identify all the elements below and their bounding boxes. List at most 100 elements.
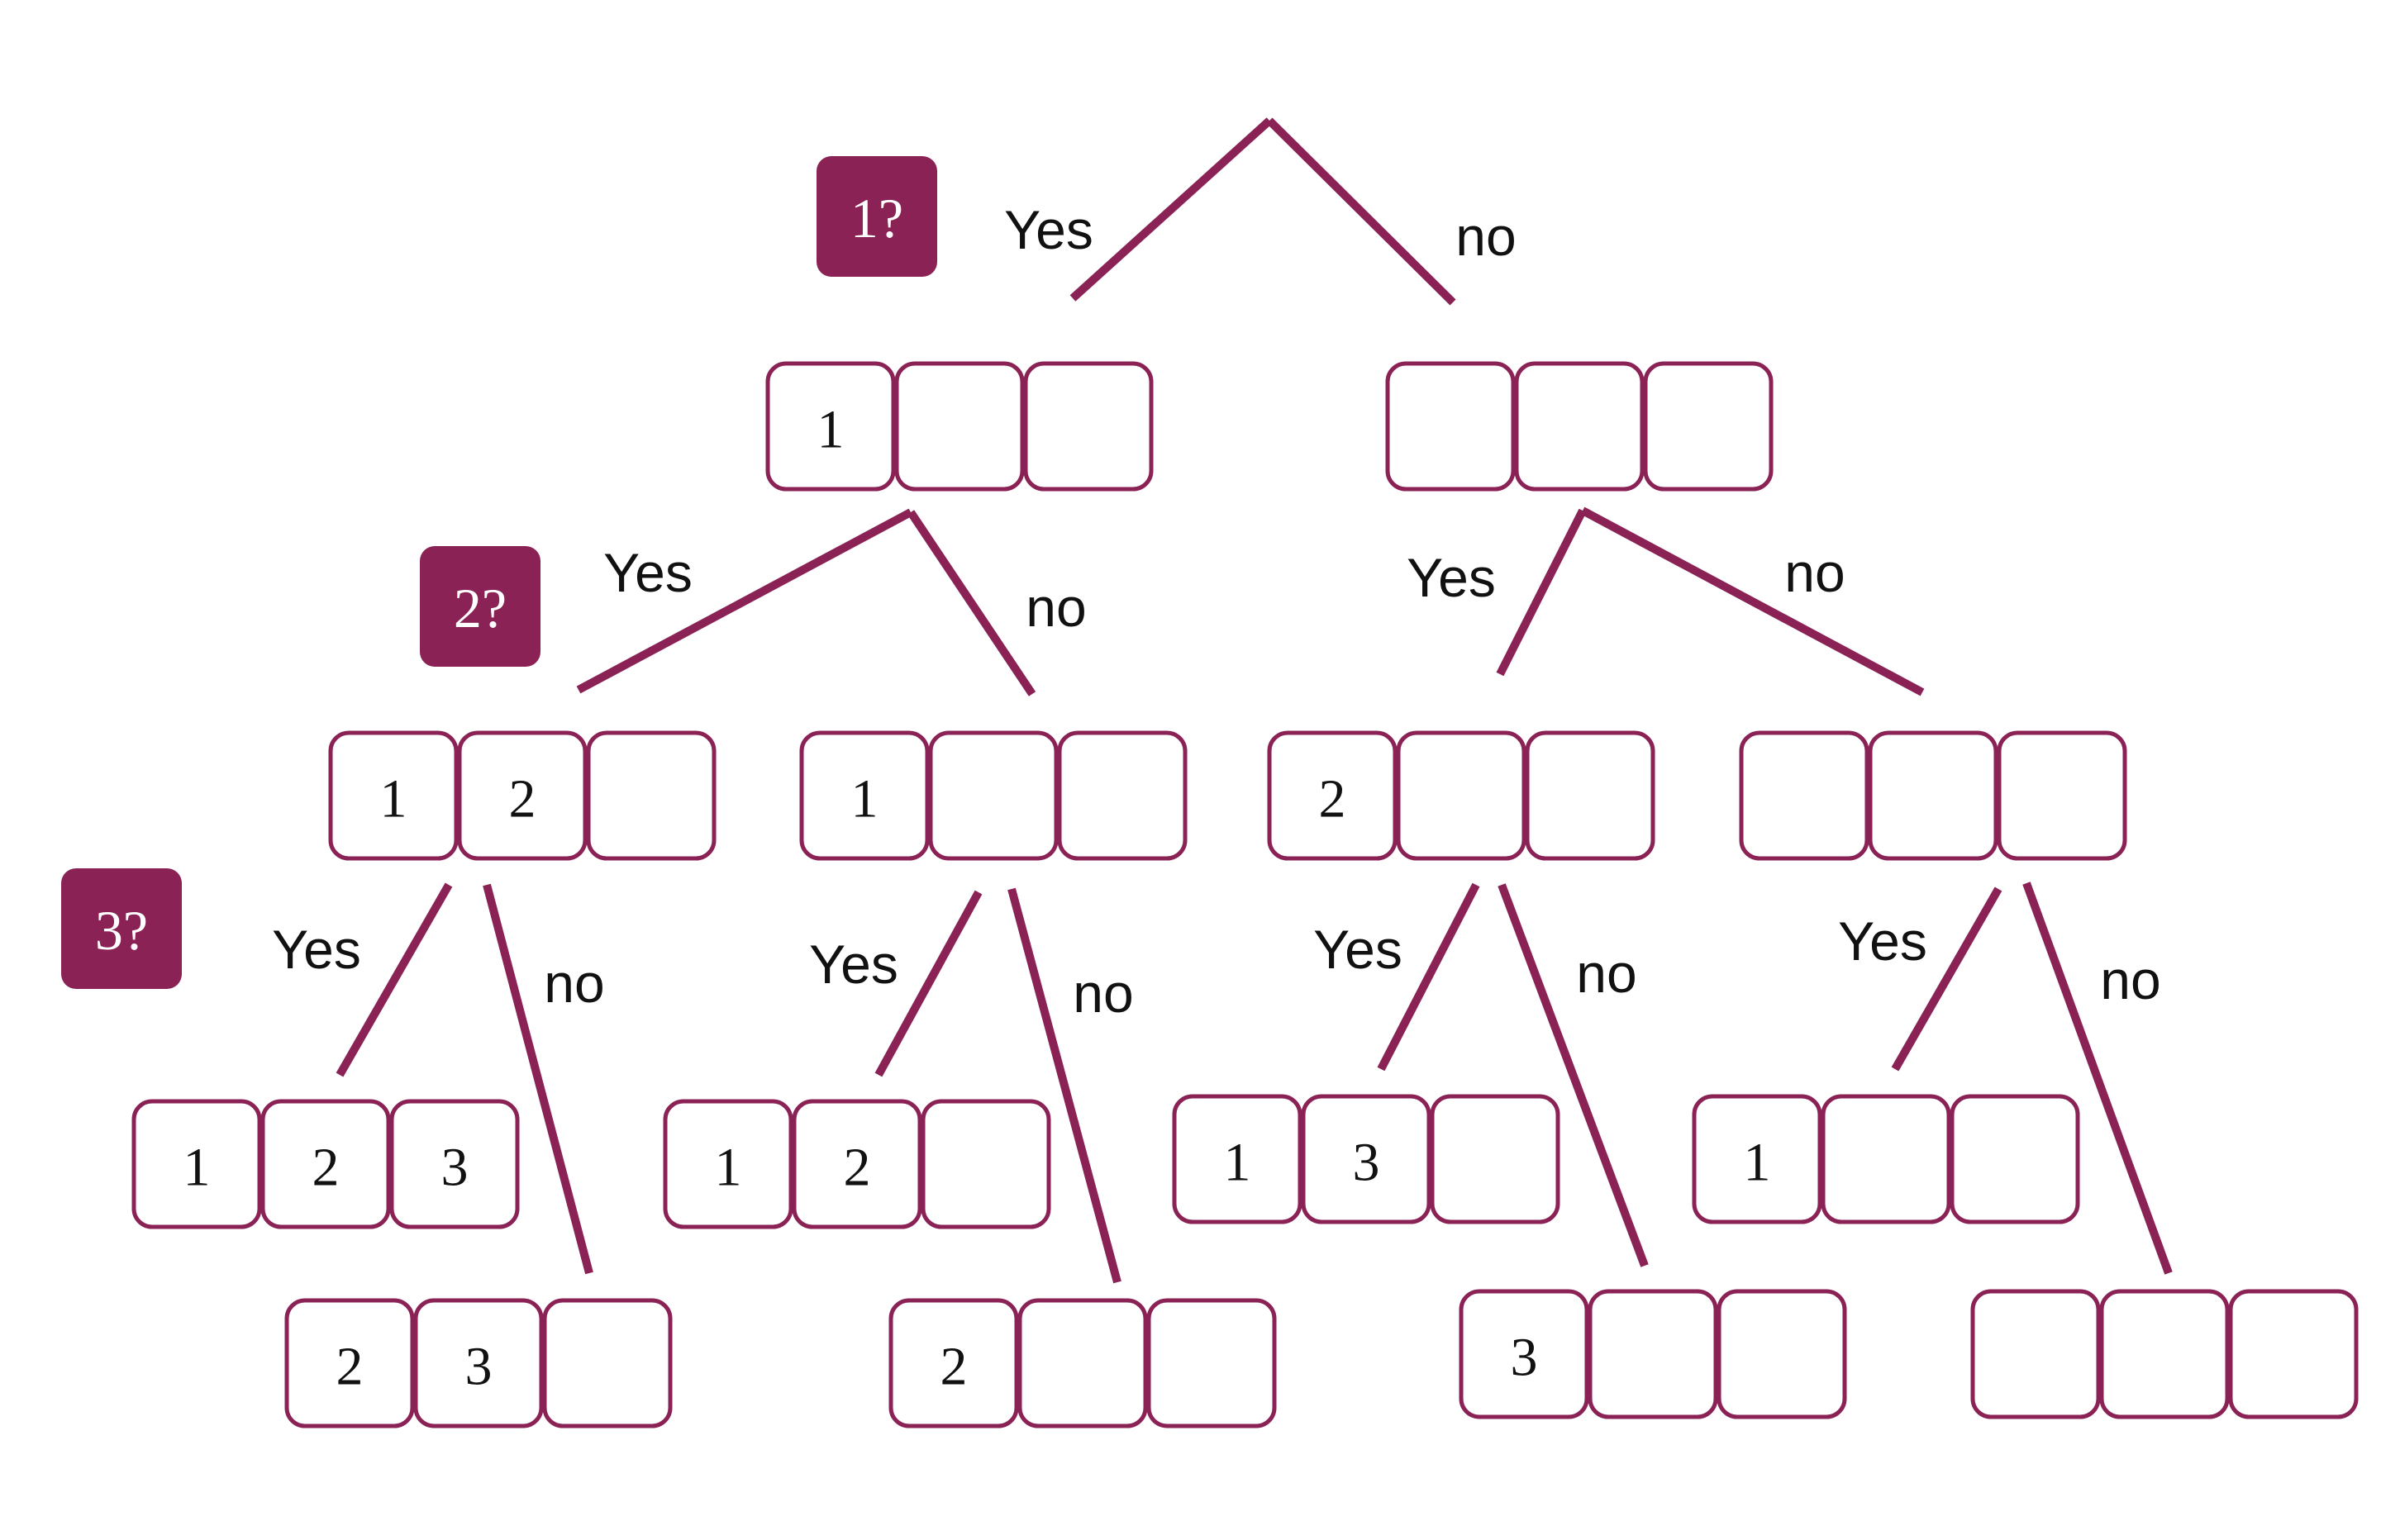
branch-label-no: no: [1073, 962, 1133, 1024]
node-cell-value: 1: [817, 400, 845, 460]
question-badges: 1? 2? 3?: [61, 156, 937, 989]
node-cell: [1385, 361, 1516, 492]
node-cell: [1717, 1289, 1847, 1419]
node-cell: [1950, 1094, 2080, 1224]
node-cell-value: 3: [441, 1138, 469, 1198]
tree-edges: [336, 117, 2173, 1284]
node-cell-value: 3: [1353, 1133, 1380, 1193]
question-badge: 2?: [420, 546, 540, 667]
node-cell: [2099, 1289, 2230, 1419]
tree-edge: [336, 882, 453, 1077]
node-cell-value: 2: [509, 769, 536, 829]
branch-label-no: no: [1026, 577, 1086, 638]
tree-edge: [1069, 117, 1273, 302]
node-cell: [389, 1099, 520, 1229]
tree-edge: [1377, 882, 1480, 1072]
branch-label-no: no: [1576, 943, 1636, 1004]
node-cell: [894, 361, 1025, 492]
tree-node-level3-nn-yes: 3: [1459, 1289, 1847, 1419]
node-cell-value: 1: [715, 1138, 742, 1198]
node-cell: [260, 1099, 391, 1229]
node-cell: [1301, 1094, 1431, 1224]
node-cell: [1017, 1298, 1148, 1428]
node-cell: [1868, 730, 1998, 861]
node-cell: [542, 1298, 673, 1428]
node-cell: [586, 730, 717, 861]
node-cell: [1643, 361, 1774, 492]
node-cell-value: 2: [312, 1138, 340, 1198]
tree-node-level2-no-yes: 2: [1267, 730, 1655, 861]
node-cell-value: 1: [851, 769, 879, 829]
tree-edge: [1266, 117, 1456, 306]
question-badge-label: 3?: [95, 899, 148, 962]
branch-label-yes: Yes: [1004, 199, 1093, 260]
tree-node-level1-no: [1385, 361, 1774, 492]
node-cell-value: 2: [940, 1337, 968, 1397]
node-cell: [328, 730, 459, 861]
branch-label-no: no: [1455, 206, 1516, 267]
question-badge-label: 1?: [850, 187, 903, 250]
node-cell-value: 1: [183, 1138, 211, 1198]
node-cell: [921, 1099, 1051, 1229]
node-cell: [1057, 730, 1188, 861]
question-badge-background: [817, 156, 937, 277]
tree-node-level3-yn-no: 1: [1692, 1094, 2080, 1224]
branch-label-yes: Yes: [1838, 910, 1927, 972]
tree-edge: [2022, 882, 2173, 1275]
node-cell: [1692, 1094, 1822, 1224]
branch-label-yes: Yes: [603, 542, 693, 603]
node-cell: [1739, 730, 1869, 861]
tree-edge: [1891, 886, 2002, 1072]
tree-edge: [483, 883, 593, 1275]
tree-edge: [1007, 887, 1121, 1284]
node-cell: [457, 730, 588, 861]
node-cell: [131, 1099, 262, 1229]
question-badge: 1?: [817, 156, 937, 277]
node-cell: [1396, 730, 1526, 861]
node-cell: [2228, 1289, 2359, 1419]
node-cell: [888, 1298, 1019, 1428]
node-cell: [1267, 730, 1398, 861]
tree-edge: [1498, 883, 1649, 1267]
node-cell: [792, 1099, 922, 1229]
node-cell: [1459, 1289, 1589, 1419]
node-cell-value: 1: [1224, 1133, 1251, 1193]
tree-edge: [874, 890, 983, 1077]
branch-label-yes: Yes: [1407, 547, 1496, 608]
node-cell: [1525, 730, 1655, 861]
node-cell-value: 3: [1511, 1328, 1538, 1388]
question-badge: 3?: [61, 868, 182, 989]
node-cell: [1970, 1289, 2101, 1419]
node-cell: [1172, 1094, 1302, 1224]
node-cell-value: 2: [336, 1337, 364, 1397]
node-cell-value: 1: [1744, 1133, 1771, 1193]
tree-edge: [907, 510, 1036, 696]
question-badge-background: [420, 546, 540, 667]
branch-label-no: no: [2100, 949, 2160, 1010]
node-cell-value: 2: [1319, 769, 1346, 829]
node-cell: [413, 1298, 544, 1428]
node-cell: [1514, 361, 1645, 492]
branch-label-yes: Yes: [809, 934, 898, 995]
node-cell: [284, 1298, 415, 1428]
tree-edge: [1496, 508, 1587, 677]
node-cell-value: 2: [844, 1138, 871, 1198]
branch-label-yes: Yes: [1313, 919, 1402, 980]
node-cell: [799, 730, 930, 861]
branch-label-yes: Yes: [272, 919, 361, 980]
node-cell: [1146, 1298, 1277, 1428]
branch-label-no: no: [1784, 542, 1845, 603]
tree-node-level3-ny-no: 2: [888, 1298, 1277, 1428]
node-cell: [1430, 1094, 1560, 1224]
tree-node-level2-yes-no: 1: [799, 730, 1188, 861]
node-cell: [1821, 1094, 1951, 1224]
node-cell: [928, 730, 1059, 861]
tree-node-level2-no-no: [1739, 730, 2127, 861]
node-cell: [663, 1099, 793, 1229]
branch-label-no: no: [544, 953, 604, 1014]
